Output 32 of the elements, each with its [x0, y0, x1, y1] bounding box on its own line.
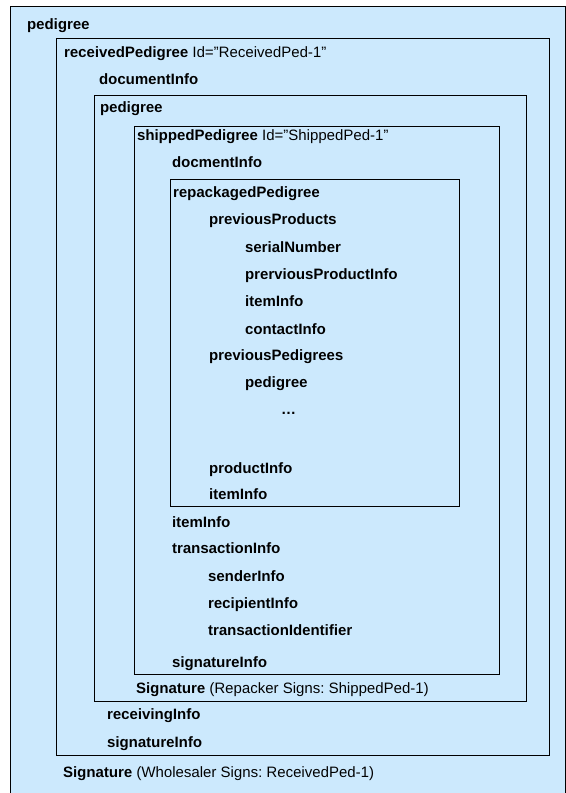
element-name: previousProducts — [209, 211, 337, 229]
element-heading: Signature (Wholesaler Signs: ReceivedPed-1) — [63, 764, 374, 782]
element-name: pedigree — [27, 16, 90, 34]
element-name: repackagedPedigree — [173, 184, 320, 202]
element-heading: Signature (Repacker Signs: ShippedPed-1) — [136, 680, 429, 698]
element-name: transactionInfo — [172, 540, 280, 558]
element-name: recipientInfo — [208, 595, 298, 613]
element-name: itemInfo — [209, 486, 268, 504]
element-name: pedigree — [100, 99, 163, 117]
element-name: contactInfo — [245, 321, 326, 339]
element-name: serialNumber — [245, 239, 341, 257]
element-name: docmentInfo — [172, 154, 262, 172]
element-box — [170, 179, 460, 507]
element-name: itemInfo — [172, 514, 230, 532]
element-name: senderInfo — [208, 568, 285, 586]
element-name: signatureInfo — [107, 734, 202, 752]
element-heading: receivedPedigree Id=”ReceivedPed-1” — [64, 44, 326, 62]
element-box — [94, 95, 527, 702]
element-name: transactionIdentifier — [208, 622, 352, 640]
element-name: documentInfo — [99, 71, 198, 89]
element-name: previousPedigrees — [209, 347, 344, 365]
element-name: itemInfo — [245, 293, 304, 311]
element-box — [56, 38, 550, 756]
element-box — [10, 6, 566, 793]
element-name: … — [281, 401, 296, 419]
element-name: signatureInfo — [172, 654, 268, 672]
element-heading: shippedPedigree Id=”ShippedPed-1” — [137, 127, 388, 145]
element-name: productInfo — [209, 460, 292, 478]
element-name: receivingInfo — [107, 706, 200, 724]
element-name: prerviousProductInfo — [245, 266, 398, 284]
element-box — [134, 126, 500, 675]
element-name: pedigree — [245, 374, 308, 392]
